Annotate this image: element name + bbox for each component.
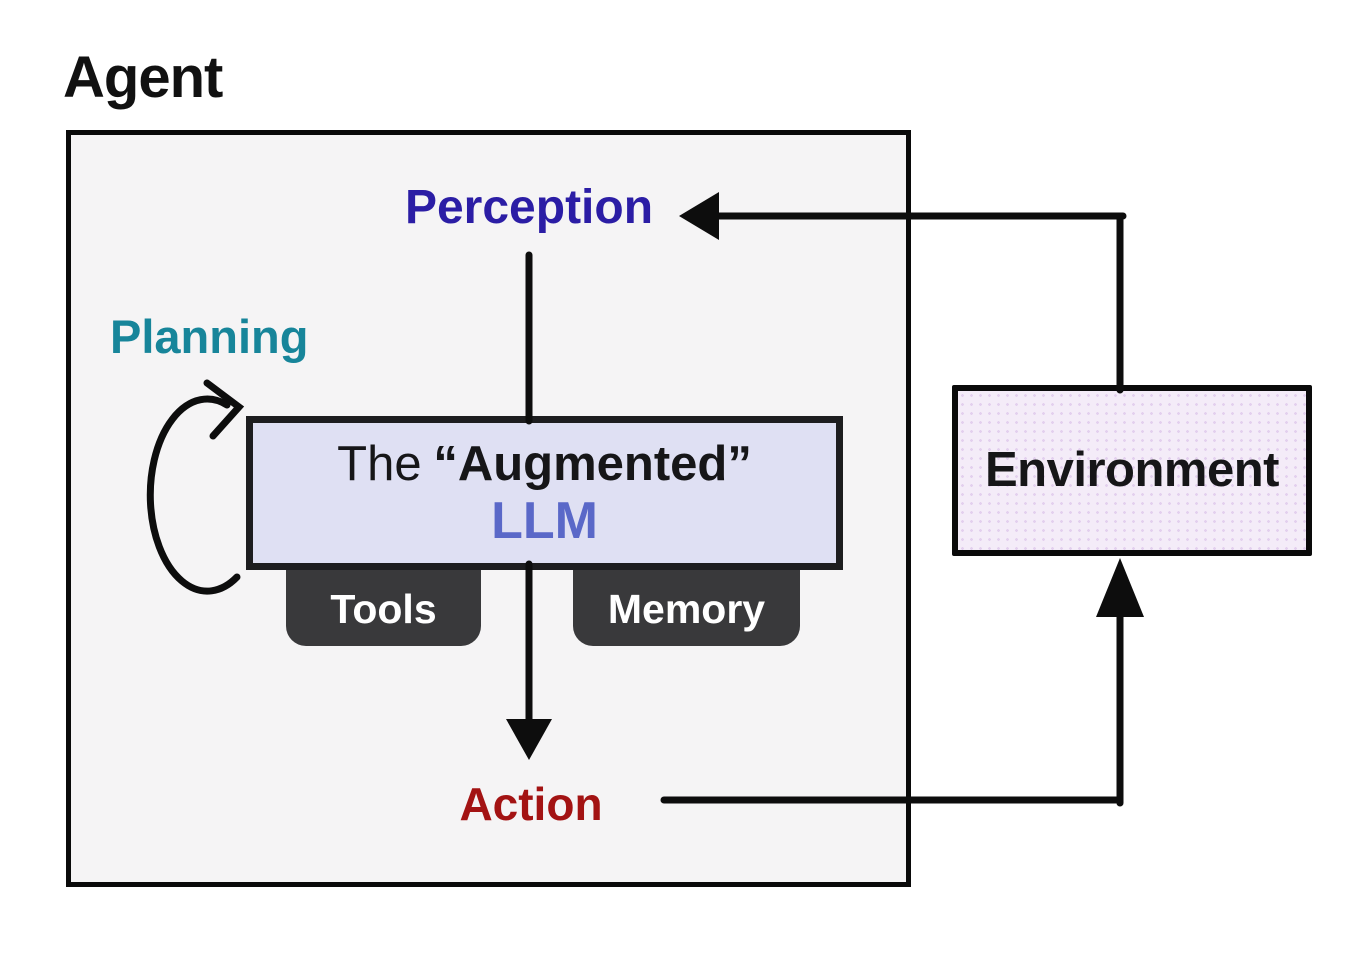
tools-tab-label: Tools xyxy=(330,585,437,632)
memory-tab: Memory xyxy=(573,566,800,646)
llm-box-title-line: The“Augmented” xyxy=(337,436,752,491)
env-arrowhead-icon xyxy=(1096,558,1144,617)
memory-tab-label: Memory xyxy=(607,585,766,632)
planning-label: Planning xyxy=(110,310,309,363)
llm-box-title-emphasis: “Augmented” xyxy=(433,436,752,491)
llm-box-title-prefix: The xyxy=(337,436,422,491)
environment-box: Environment xyxy=(952,385,1312,556)
perception-label: Perception xyxy=(404,181,654,234)
environment-label: Environment xyxy=(985,443,1279,497)
agent-title: Agent xyxy=(63,45,223,110)
tools-tab: Tools xyxy=(286,566,481,646)
llm-box-subtitle: LLM xyxy=(491,492,598,551)
action-label: Action xyxy=(459,778,603,830)
augmented-llm-box: The“Augmented” LLM xyxy=(246,416,843,570)
